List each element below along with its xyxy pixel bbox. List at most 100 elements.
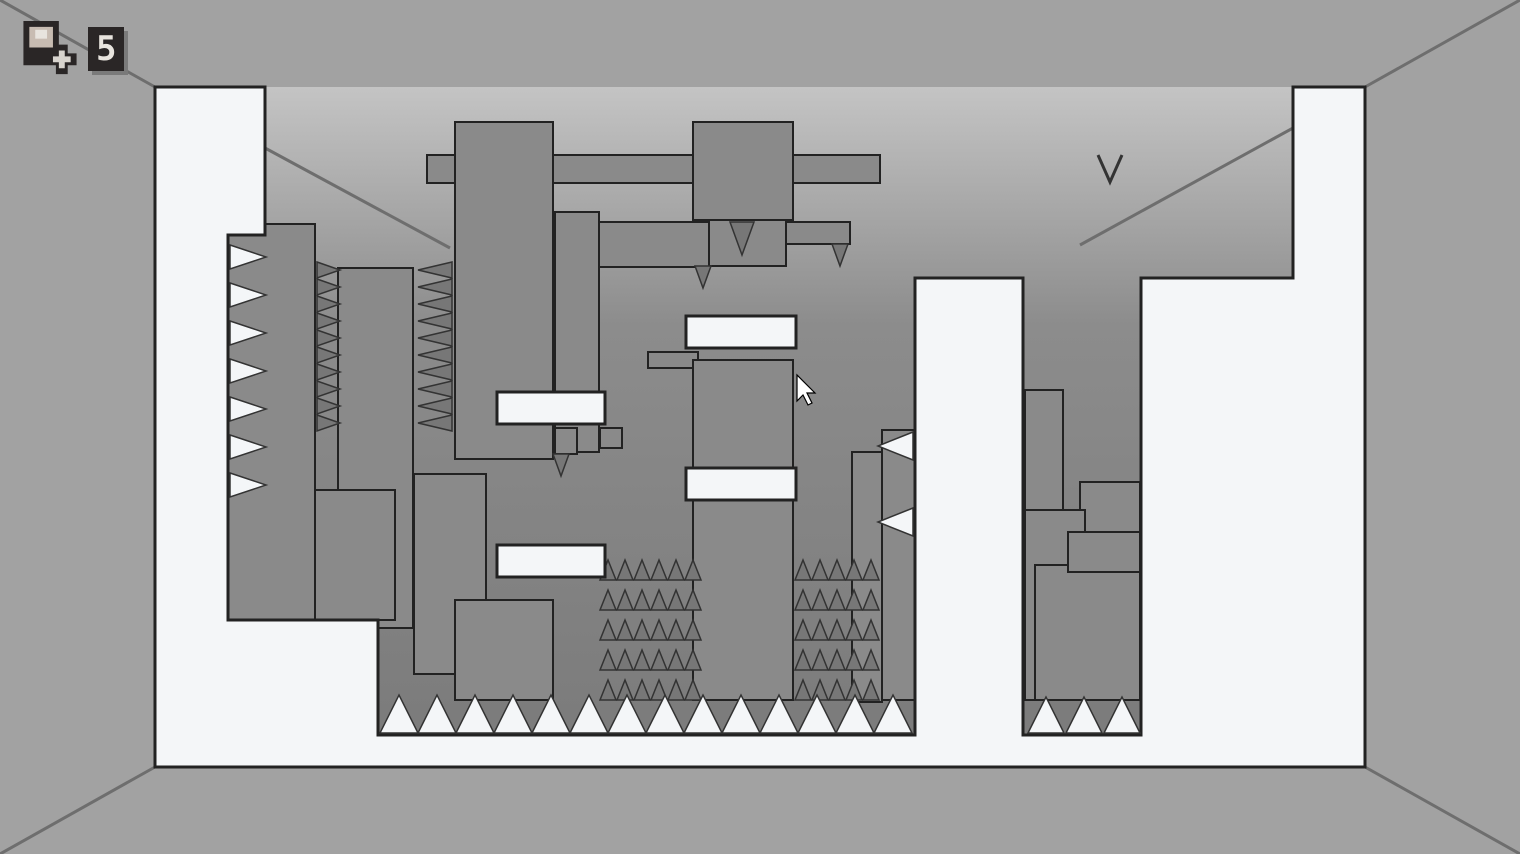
spike bbox=[417, 346, 453, 364]
spike bbox=[649, 677, 669, 701]
spike bbox=[861, 557, 881, 581]
spike bbox=[530, 693, 572, 734]
spike bbox=[830, 243, 850, 269]
spike bbox=[666, 617, 686, 641]
platform bbox=[684, 314, 798, 350]
spike bbox=[632, 587, 652, 611]
spike bbox=[683, 647, 703, 671]
spike bbox=[666, 677, 686, 701]
spike bbox=[666, 587, 686, 611]
white-platforms bbox=[495, 314, 798, 579]
spike bbox=[229, 433, 269, 461]
spike bbox=[844, 557, 864, 581]
ceiling-spike bbox=[1096, 154, 1124, 186]
spike bbox=[693, 265, 713, 291]
spike bbox=[632, 617, 652, 641]
spike bbox=[827, 557, 847, 581]
spike bbox=[316, 277, 343, 297]
midground-blocks bbox=[227, 121, 1141, 703]
spike bbox=[666, 557, 686, 581]
platform bbox=[495, 543, 607, 579]
spike bbox=[568, 693, 610, 734]
player-plus-icon bbox=[20, 18, 80, 80]
spike bbox=[615, 617, 635, 641]
lives-count: 5 bbox=[88, 27, 125, 71]
spike bbox=[649, 617, 669, 641]
spike bbox=[417, 380, 453, 398]
spike bbox=[492, 693, 534, 734]
spike bbox=[229, 281, 269, 309]
spike bbox=[720, 693, 762, 734]
platform bbox=[495, 390, 607, 426]
spike bbox=[417, 414, 453, 432]
spike bbox=[1026, 695, 1066, 734]
spike bbox=[229, 395, 269, 423]
spike bbox=[417, 397, 453, 415]
spike bbox=[810, 557, 830, 581]
spike bbox=[316, 379, 343, 399]
spike bbox=[875, 430, 914, 462]
background-spikes bbox=[316, 221, 881, 701]
spike bbox=[793, 677, 813, 701]
spike bbox=[796, 693, 838, 734]
spike bbox=[844, 647, 864, 671]
spike bbox=[316, 294, 343, 314]
spike bbox=[1102, 695, 1142, 734]
spike bbox=[417, 329, 453, 347]
spike bbox=[861, 677, 881, 701]
spike bbox=[229, 357, 269, 385]
spike bbox=[417, 295, 453, 313]
spike bbox=[827, 677, 847, 701]
spike bbox=[598, 677, 618, 701]
spike bbox=[844, 587, 864, 611]
spike bbox=[683, 557, 703, 581]
spike bbox=[551, 453, 571, 479]
spike bbox=[827, 647, 847, 671]
spike bbox=[875, 506, 914, 538]
spike bbox=[683, 677, 703, 701]
foreground-walls bbox=[153, 85, 1367, 769]
spike bbox=[632, 677, 652, 701]
spike bbox=[827, 617, 847, 641]
spike bbox=[316, 311, 343, 331]
spike bbox=[229, 319, 269, 347]
spike bbox=[1064, 695, 1104, 734]
spike bbox=[793, 557, 813, 581]
spike bbox=[632, 557, 652, 581]
spike bbox=[793, 587, 813, 611]
spike bbox=[615, 557, 635, 581]
spike bbox=[598, 587, 618, 611]
platform bbox=[684, 466, 798, 502]
foreground-spikes bbox=[229, 243, 1142, 734]
hud: 5 bbox=[20, 18, 125, 80]
spike bbox=[644, 693, 686, 734]
spike bbox=[810, 647, 830, 671]
mouse-cursor-icon bbox=[796, 373, 817, 406]
spike bbox=[615, 647, 635, 671]
spike bbox=[606, 693, 648, 734]
spike bbox=[793, 617, 813, 641]
spike bbox=[682, 693, 724, 734]
spike bbox=[810, 617, 830, 641]
spike bbox=[758, 693, 800, 734]
spike bbox=[861, 647, 881, 671]
spike bbox=[229, 471, 269, 499]
spike bbox=[683, 617, 703, 641]
spike bbox=[316, 396, 343, 416]
spike bbox=[598, 647, 618, 671]
spike bbox=[844, 617, 864, 641]
spike bbox=[316, 328, 343, 348]
spike bbox=[728, 221, 756, 258]
spike bbox=[316, 260, 343, 280]
spike bbox=[683, 587, 703, 611]
spike bbox=[316, 345, 343, 365]
spike bbox=[632, 647, 652, 671]
spike bbox=[827, 587, 847, 611]
spike bbox=[416, 693, 458, 734]
spike bbox=[454, 693, 496, 734]
spike bbox=[615, 587, 635, 611]
spike bbox=[649, 587, 669, 611]
